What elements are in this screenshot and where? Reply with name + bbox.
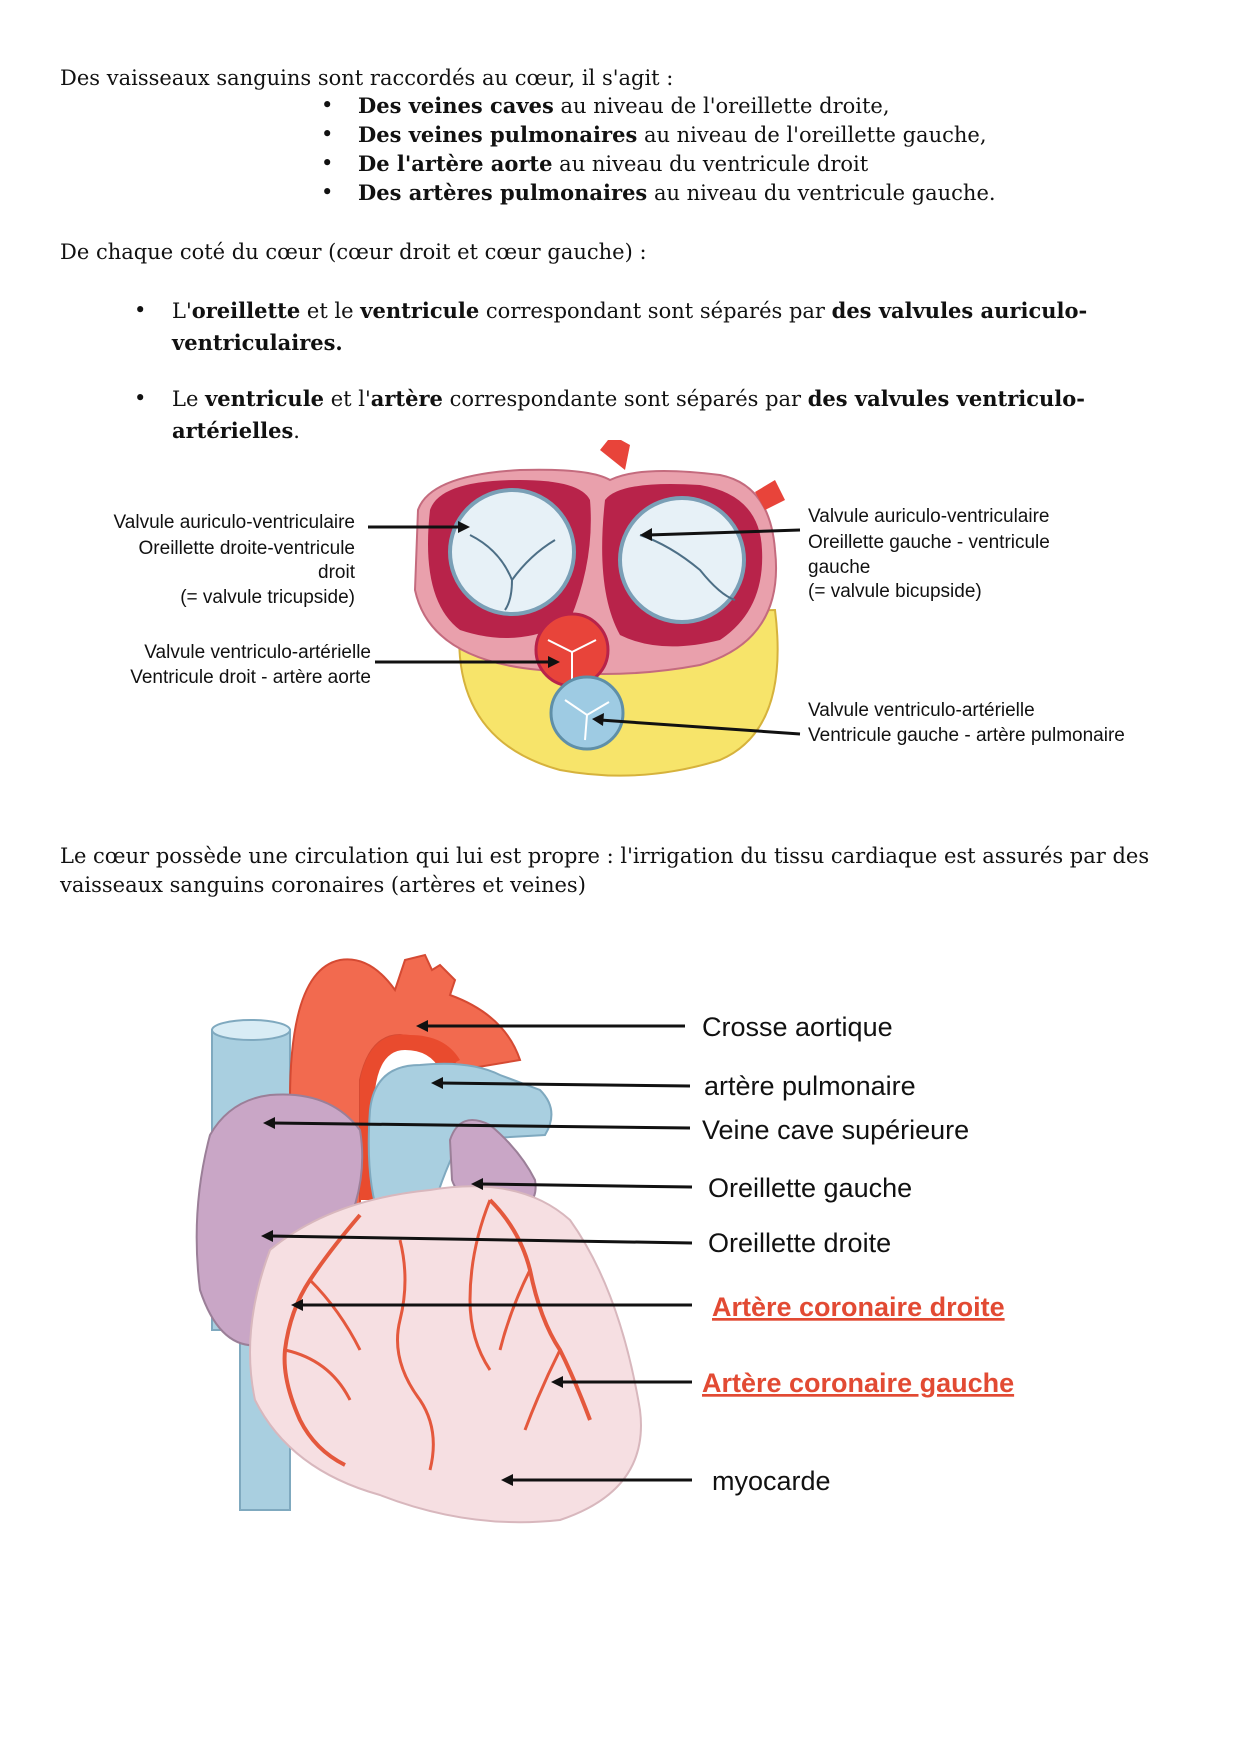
arrow-head — [291, 1299, 303, 1311]
bold-text: ventricule — [205, 386, 325, 411]
tricuspid-valve — [448, 488, 576, 616]
text: et le — [300, 299, 361, 323]
coronary-figure: Crosse aortique artère pulmonaire Veine … — [195, 953, 1014, 1524]
list-item: • Des veines caves au niveau de l'oreill… — [321, 91, 890, 121]
coronary-left — [488, 1198, 592, 1421]
bullet-icon: • — [134, 386, 147, 410]
valve-cusps — [564, 699, 610, 741]
arrow-head — [261, 1230, 273, 1242]
text: correspondante sont séparés par — [442, 387, 808, 411]
arrow-head — [592, 713, 604, 726]
label-oreillette-droite: Oreillette droite — [708, 1228, 891, 1258]
item-text: au niveau du ventricule gauche. — [647, 181, 996, 205]
aortic-arch-inner — [360, 1034, 460, 1200]
item-text: au niveau du ventricule droit — [552, 152, 869, 176]
arrow-head — [501, 1474, 513, 1486]
text: L' — [172, 299, 192, 323]
arrow-head — [431, 1077, 443, 1089]
text: Le — [172, 387, 206, 411]
bullet-icon: • — [134, 298, 147, 322]
vena-cava-top — [211, 1019, 291, 1041]
bullet-icon: • — [321, 151, 334, 175]
text: . — [293, 419, 300, 443]
text: correspondant sont séparés par — [479, 299, 832, 323]
item-text: au niveau de l'oreillette gauche, — [637, 123, 987, 147]
label-right-bottom-1: Valvule ventriculo-artérielle — [808, 700, 1035, 721]
bold-text: des valvules auriculo- — [831, 298, 1088, 323]
bold-text: artérielles — [172, 418, 294, 443]
text: et l' — [324, 387, 371, 411]
label-right-top-2: Oreillette gauche - ventricule — [808, 532, 1050, 553]
coronary-text-line1: Le cœur possède une circulation qui lui … — [60, 844, 1150, 868]
bold-text: des valvules ventriculo- — [807, 386, 1085, 411]
label-coronaire-droite: Artère coronaire droite — [712, 1292, 1005, 1322]
label-left-bottom-2: Ventricule droit - artère aorte — [130, 667, 371, 688]
label-left-top-2: Oreillette droite-ventricule — [139, 538, 355, 559]
bicuspid-valve — [618, 496, 746, 624]
valve-cusps — [639, 534, 736, 601]
list-item: • Des veines pulmonaires au niveau de l'… — [321, 120, 987, 150]
bullet-icon: • — [321, 180, 334, 204]
list-item: • L'oreillette et le ventricule correspo… — [134, 295, 1088, 359]
list-item: • De l'artère aorte au niveau du ventric… — [321, 149, 869, 179]
arrow-head — [416, 1020, 428, 1032]
arrow-head — [640, 528, 652, 541]
bold-text: oreillette — [191, 298, 301, 323]
valve-cusps — [547, 639, 597, 680]
coronary-right-branch — [284, 1278, 362, 1401]
arrow-line — [479, 1182, 693, 1189]
list-item: • Le ventricule et l'artère correspondan… — [134, 383, 1085, 447]
bold-text: artère — [370, 386, 443, 411]
label-right-top-3: gauche — [808, 557, 870, 578]
intro-text: Des vaisseaux sanguins sont raccordés au… — [60, 66, 674, 90]
label-left-bottom-1: Valvule ventriculo-artérielle — [144, 642, 371, 663]
myocardium — [249, 1185, 642, 1524]
item-bold: De l'artère aorte — [358, 151, 553, 176]
arrow-line — [647, 528, 801, 537]
item-bold: Des artères pulmonaires — [358, 180, 648, 205]
bold-text: ventricule — [360, 298, 480, 323]
arrow-line — [439, 1081, 691, 1088]
valves-figure: Valvule auriculo-ventriculaire Oreillett… — [114, 440, 1125, 777]
label-oreillette-gauche: Oreillette gauche — [708, 1173, 912, 1203]
intro-text-2: De chaque coté du cœur (cœur droit et cœ… — [60, 240, 647, 264]
label-coronaire-gauche: Artère coronaire gauche — [702, 1368, 1014, 1398]
label-left-top-4: (= valvule tricupside) — [180, 587, 355, 608]
label-right-bottom-2: Ventricule gauche - artère pulmonaire — [808, 725, 1125, 746]
coronary-branch — [396, 1239, 435, 1471]
arrow-line — [269, 1234, 693, 1245]
coronary-text-line2: vaisseaux sanguins coronaires (artères e… — [60, 873, 586, 897]
item-text: au niveau de l'oreillette droite, — [553, 94, 890, 118]
arrow-line — [271, 1121, 691, 1130]
arrow-head — [458, 521, 470, 533]
label-crosse-aortique: Crosse aortique — [702, 1012, 893, 1042]
item-bold: Des veines pulmonaires — [358, 122, 638, 147]
label-veine-cave: Veine cave supérieure — [702, 1115, 969, 1145]
arrow-head — [471, 1178, 483, 1190]
label-myocarde: myocarde — [712, 1466, 831, 1496]
arrow-line — [599, 718, 801, 736]
arrow-head — [548, 656, 560, 668]
pulmonary-valve — [549, 675, 625, 751]
label-right-top-1: Valvule auriculo-ventriculaire — [808, 506, 1049, 527]
bullet-icon: • — [321, 93, 334, 117]
bold-text: ventriculaires. — [172, 330, 343, 355]
valve-cusps — [469, 534, 556, 611]
label-left-top-1: Valvule auriculo-ventriculaire — [114, 512, 355, 533]
vessel-stub — [755, 480, 785, 510]
label-right-top-4: (= valvule bicupside) — [808, 581, 982, 602]
coronary-right — [282, 1213, 362, 1467]
vessel-stub — [600, 440, 630, 470]
label-artere-pulmonaire: artère pulmonaire — [704, 1071, 916, 1101]
bullet-icon: • — [321, 122, 334, 146]
coronary-left-branch — [468, 1199, 562, 1431]
arrow-head — [263, 1117, 275, 1129]
list-item: • Des artères pulmonaires au niveau du v… — [321, 178, 996, 208]
arrow-head — [551, 1376, 563, 1388]
label-left-top-3: droit — [318, 562, 356, 583]
item-bold: Des veines caves — [358, 93, 554, 118]
